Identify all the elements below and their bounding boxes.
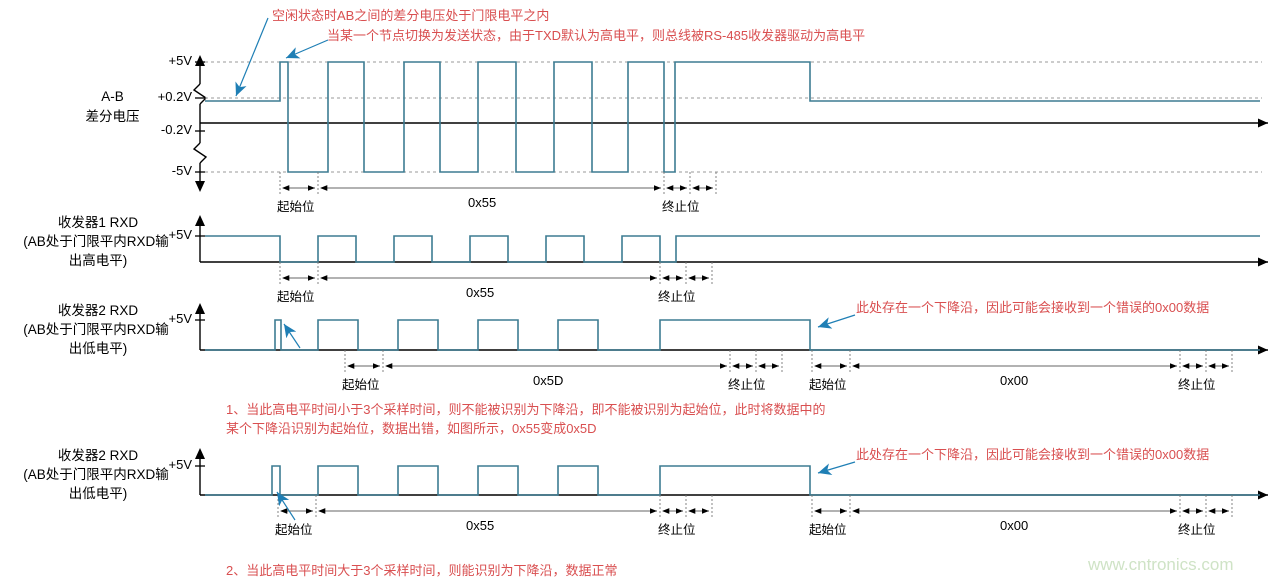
annotation-falling-edge-2: 此处存在一个下降沿，因此可能会接收到一个错误的0x00数据 (856, 447, 1210, 462)
row4-label-line3: 出低电平) (68, 486, 128, 501)
row4-start-bit-label: 起始位 (275, 523, 313, 537)
annotation-note1-line1: 1、当此高电平时间小于3个采样时间，则不能被识别为下降沿，即不能被识别为起始位，… (226, 402, 826, 417)
annotation-note1-line2: 某个下降沿识别为起始位，数据出错，如图所示，0x55变成0x5D (226, 421, 597, 436)
row3-label-line3: 出低电平) (68, 341, 128, 356)
row3-data-byte-label: 0x5D (533, 373, 564, 388)
row2-label-line1: 收发器1 RXD (57, 215, 139, 230)
row2-voltage-plus5v: +5V (168, 227, 193, 242)
row3-stop-bit-label: 终止位 (728, 378, 766, 392)
row2-label-line3: 出高电平) (68, 253, 128, 268)
row3-label-line2: (AB处于门限平内RXD输 (23, 322, 169, 337)
row1-voltage-plus5v: +5V (168, 53, 193, 68)
row4-voltage-plus5v: +5V (168, 457, 193, 472)
watermark: www.cntronics.com (1088, 555, 1234, 574)
row2-label-line2: (AB处于门限平内RXD输 (23, 234, 169, 249)
row4-label-line1: 收发器2 RXD (57, 448, 139, 463)
row2-waveform (205, 235, 1260, 263)
row4-bit-ruler (277, 495, 1233, 519)
row3b-data-byte-label: 0x00 (1000, 373, 1029, 388)
row2-stop-bit-label: 终止位 (658, 290, 696, 304)
annotation-note2: 2、当此高电平时间大于3个采样时间，则能识别为下降沿，数据正常 (226, 563, 618, 578)
row1-label-line1: A-B (101, 89, 124, 104)
annotation-idle-note: 空闲状态时AB之间的差分电压处于门限电平之内 (272, 8, 550, 23)
row3-waveform (205, 319, 1260, 351)
row1-waveform (205, 61, 1260, 173)
annotation-falling-edge-1: 此处存在一个下降沿，因此可能会接收到一个错误的0x00数据 (856, 300, 1210, 315)
row3b-stop-bit-label: 终止位 (1178, 378, 1216, 392)
row4b-start-bit-label: 起始位 (809, 523, 847, 537)
row3-voltage-plus5v: +5V (168, 311, 193, 326)
annotation-tx-note: 当某一个节点切换为发送状态，由于TXD默认为高电平，则总线被RS-485收发器驱… (327, 28, 866, 43)
row3b-start-bit-label: 起始位 (809, 378, 847, 392)
row1-label-line2: 差分电压 (85, 109, 140, 124)
row2-data-byte-label: 0x55 (466, 285, 495, 300)
row3-start-bit-label: 起始位 (342, 378, 380, 392)
row4-stop-bit-label: 终止位 (658, 523, 696, 537)
row4b-data-byte-label: 0x00 (1000, 518, 1029, 533)
row1-voltage-minus5v: -5V (171, 163, 192, 178)
row2-bit-ruler (279, 262, 713, 286)
row1-bit-ruler (279, 172, 717, 196)
row4-waveform (205, 465, 1260, 496)
row1-start-bit-label: 起始位 (277, 200, 315, 214)
row4-label-line2: (AB处于门限平内RXD输 (23, 467, 169, 482)
row1-axes (192, 55, 1268, 192)
callout-arrows (235, 17, 856, 521)
row3-label-line1: 收发器2 RXD (57, 303, 139, 318)
row4b-stop-bit-label: 终止位 (1178, 523, 1216, 537)
row1-stop-bit-label: 终止位 (662, 200, 700, 214)
row2-start-bit-label: 起始位 (277, 290, 315, 304)
row1-voltage-minus02v: -0.2V (160, 122, 192, 137)
row3-bit-ruler (344, 350, 1233, 374)
row1-voltage-plus02v: +0.2V (157, 89, 192, 104)
row4-data-byte-label: 0x55 (466, 518, 495, 533)
row1-data-byte-label: 0x55 (468, 195, 497, 210)
